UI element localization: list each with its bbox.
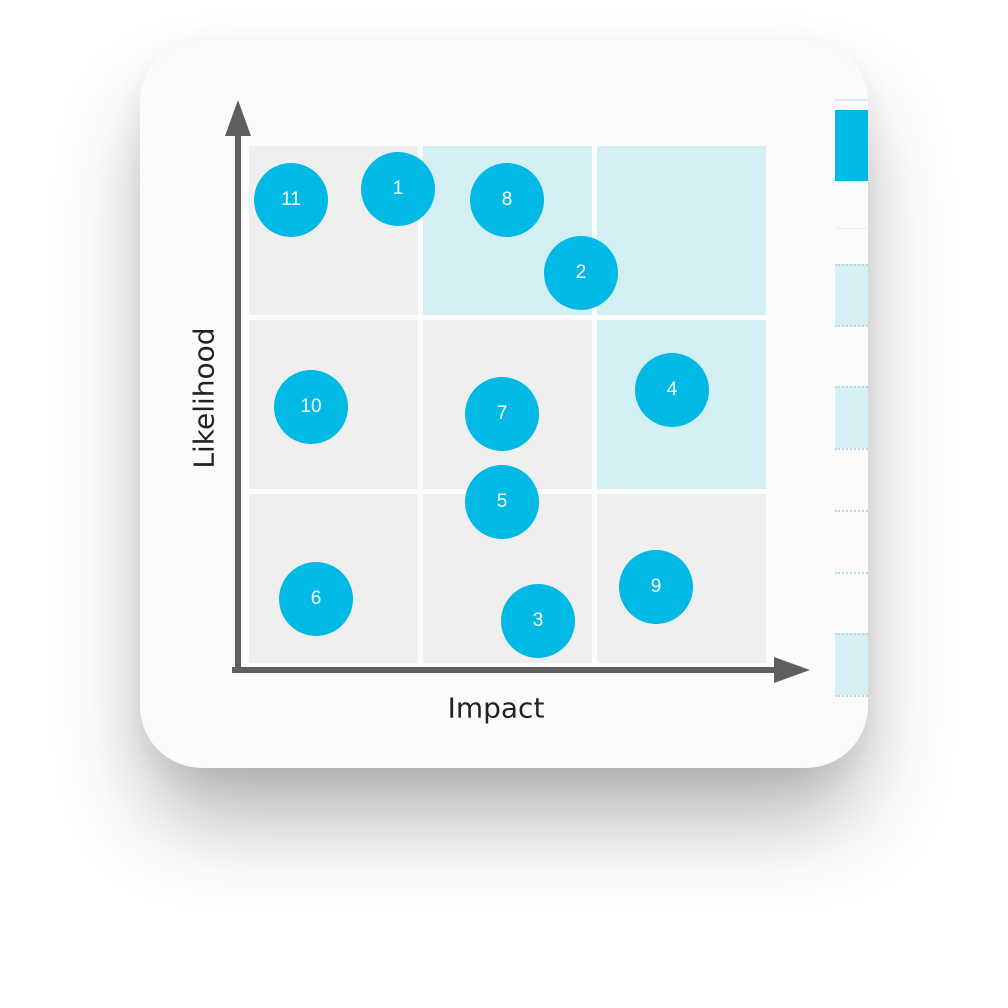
risk-marker: 2 [544, 236, 618, 310]
side-row-block [835, 264, 868, 326]
risk-marker: 9 [619, 550, 693, 624]
side-rule [835, 386, 868, 388]
y-axis [235, 128, 241, 673]
risk-marker: 10 [274, 370, 348, 444]
y-axis-label: Likelihood [187, 327, 221, 469]
risk-marker: 3 [501, 584, 575, 658]
side-header-tab [835, 110, 868, 181]
x-axis-label: Impact [447, 691, 545, 725]
risk-marker: 5 [465, 465, 539, 539]
x-axis [232, 667, 784, 673]
side-rule [835, 228, 868, 229]
risk-marker: 6 [279, 562, 353, 636]
side-rule [835, 695, 868, 697]
risk-marker: 11 [254, 163, 328, 237]
side-rule [835, 510, 868, 512]
y-axis-arrow [225, 100, 251, 136]
x-axis-arrow [774, 657, 810, 683]
risk-marker: 7 [465, 377, 539, 451]
side-rule [835, 633, 868, 635]
side-rule [835, 264, 868, 266]
side-row-block [835, 386, 868, 448]
side-row-block [835, 633, 868, 695]
cell-impact3-likelihood3 [597, 146, 766, 315]
risk-marker: 4 [635, 353, 709, 427]
side-rule [835, 448, 868, 450]
risk-marker: 8 [470, 163, 544, 237]
side-rule [835, 572, 868, 574]
side-rule [835, 99, 868, 101]
side-rule [835, 325, 868, 327]
risk-marker: 1 [361, 152, 435, 226]
